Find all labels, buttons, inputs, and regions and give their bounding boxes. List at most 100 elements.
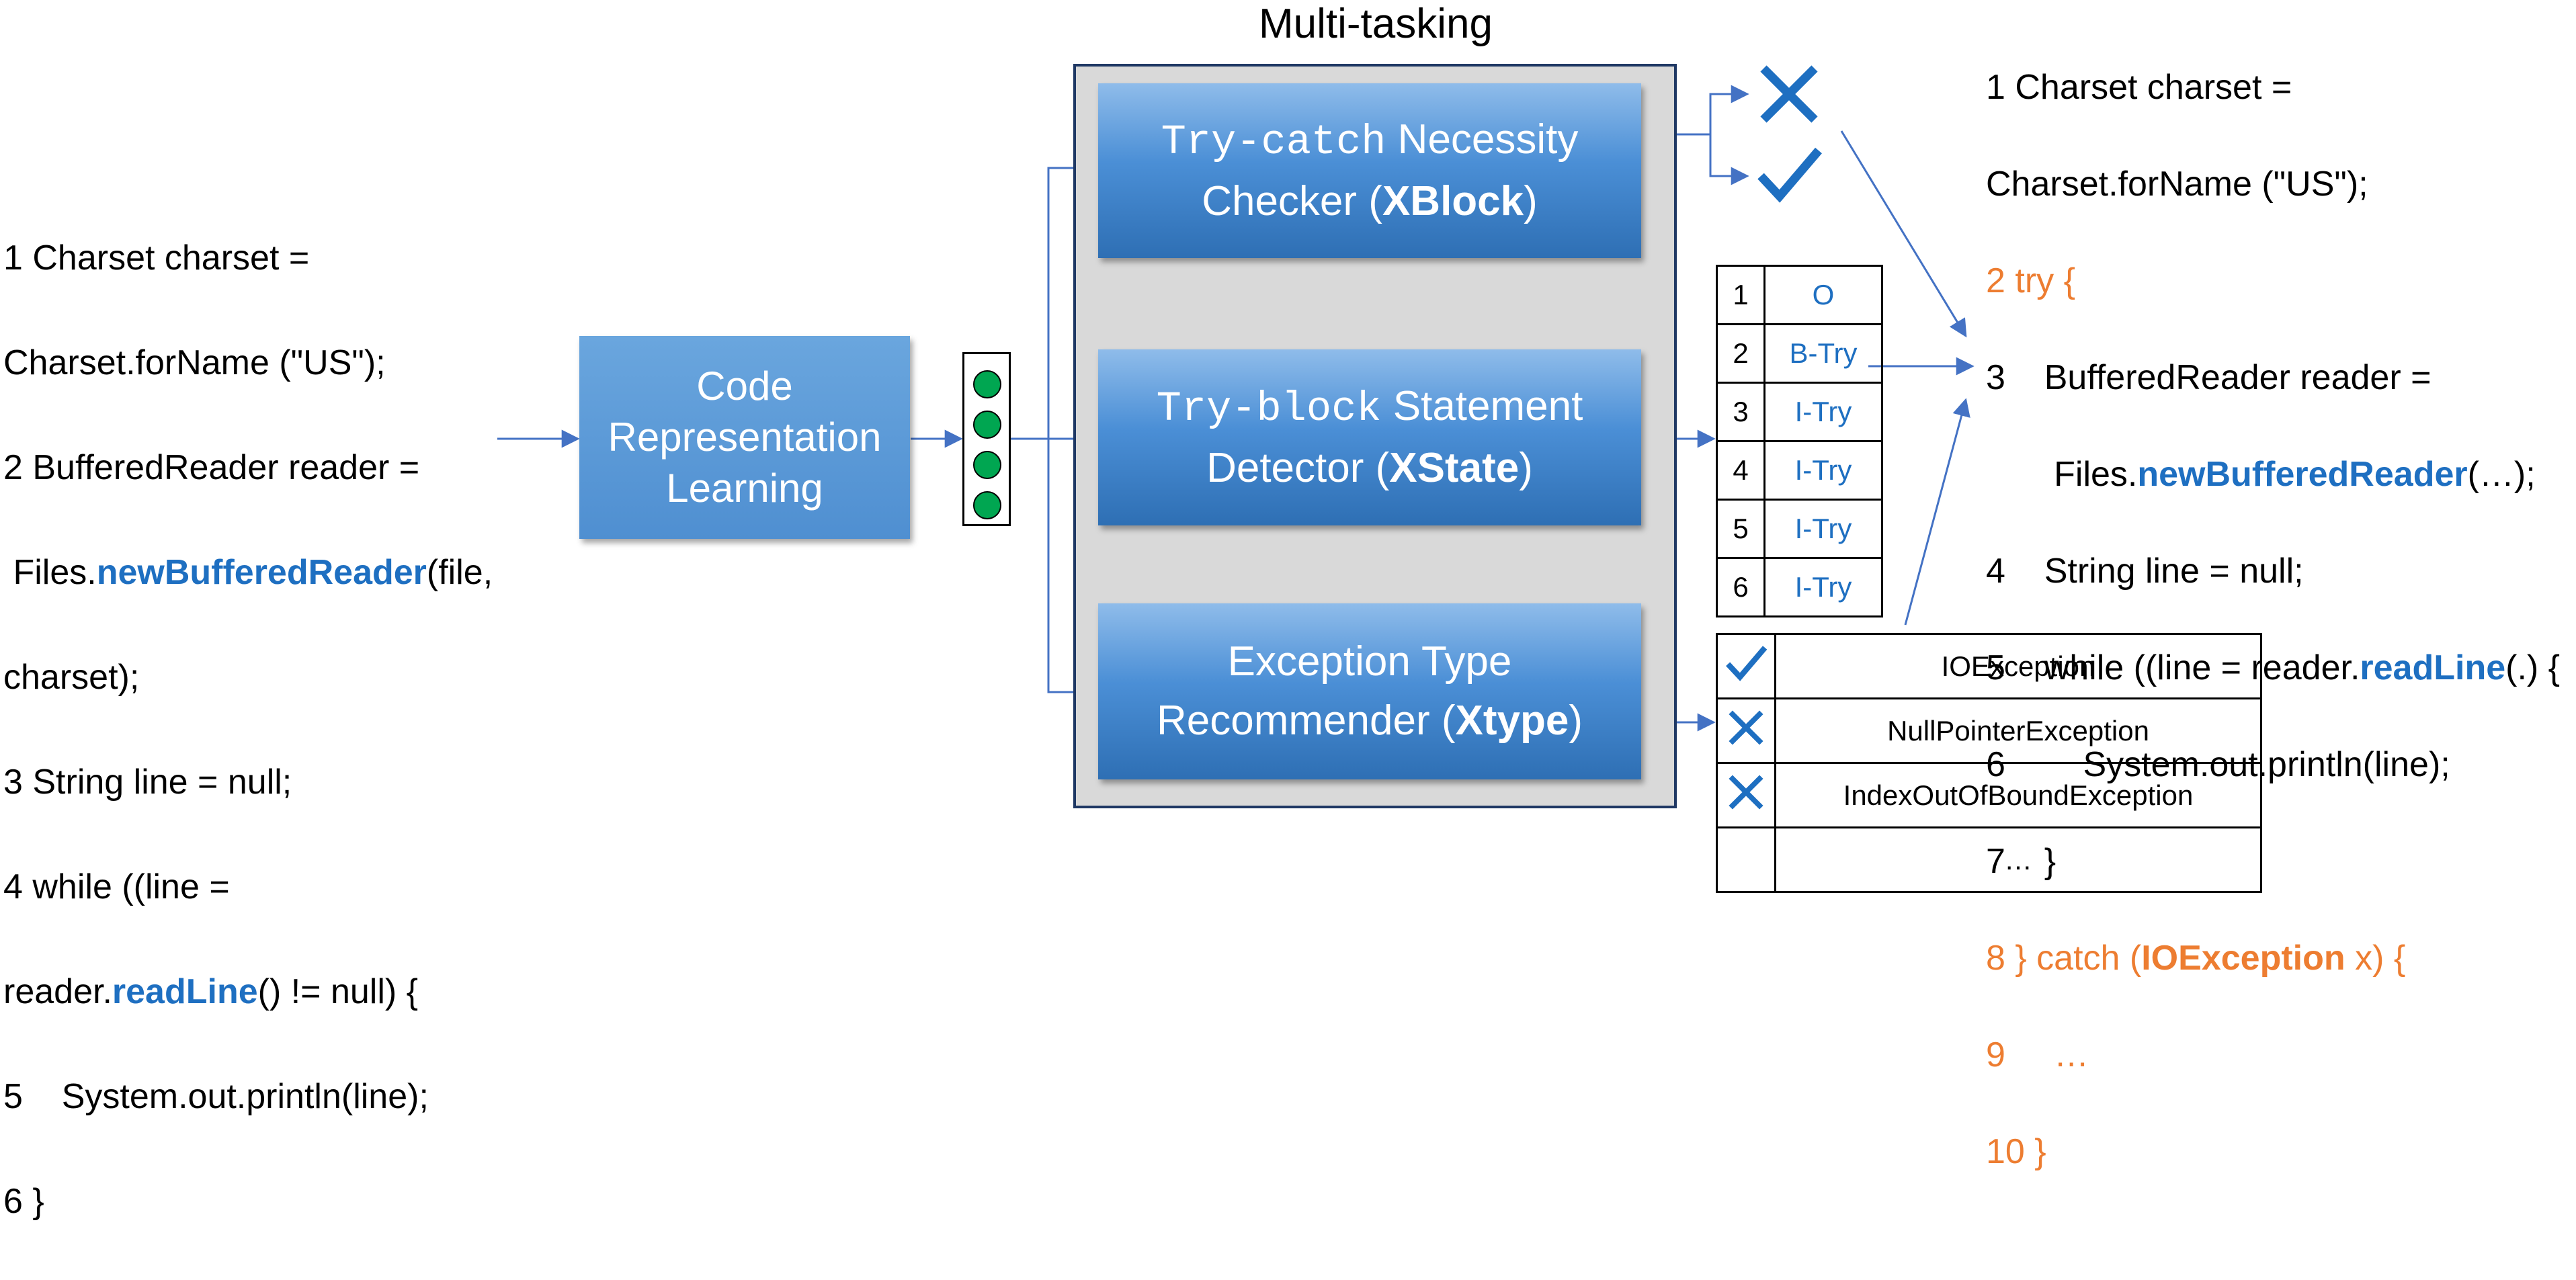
statement-number: 5 xyxy=(1716,499,1765,559)
xstate-box: Try-block Statement Detector (XState) xyxy=(1098,349,1641,525)
code-text: 8 } catch ( xyxy=(1986,939,2142,978)
multi-tasking-title: Multi-tasking xyxy=(1259,1,1493,47)
statement-number: 3 xyxy=(1716,382,1765,442)
cross-icon xyxy=(1716,697,1776,764)
box-label-bold: Xtype xyxy=(1455,697,1569,744)
output-code-line: 7 } xyxy=(1986,842,2056,881)
box-label: Code xyxy=(696,364,793,409)
box-label: Learning xyxy=(666,466,823,511)
output-code-line: 1 Charset charset = xyxy=(1986,68,2292,107)
statement-label: I-Try xyxy=(1763,499,1883,559)
box-label: Checker (XBlock) xyxy=(1202,172,1538,231)
input-code-line: 6 } xyxy=(3,1182,44,1221)
statement-number: 1 xyxy=(1716,265,1765,325)
statement-number: 4 xyxy=(1716,440,1765,501)
statement-number: 2 xyxy=(1716,323,1765,384)
box-label-text: Recommender ( xyxy=(1157,697,1456,744)
box-label-bold: XState xyxy=(1389,445,1520,491)
output-code-line: 9 … xyxy=(1986,1035,2089,1074)
embedding-vector xyxy=(962,352,1011,526)
input-code-line: 2 BufferedReader reader = xyxy=(3,448,420,487)
box-label-text: ) xyxy=(1524,178,1538,224)
box-label-text: Detector ( xyxy=(1206,445,1390,491)
code-text: 5 while ((line = reader. xyxy=(1986,648,2360,687)
xtype-box: Exception Type Recommender (Xtype) xyxy=(1098,603,1641,779)
check-icon xyxy=(1757,147,1822,203)
box-label-text: Necessity xyxy=(1386,116,1579,163)
output-code-line: 6 System.out.println(line); xyxy=(1986,745,2450,784)
code-keyword: readLine xyxy=(2360,648,2506,687)
check-icon xyxy=(1716,633,1776,699)
output-code-line: 5 while ((line = reader.readLine(.) { xyxy=(1986,644,2560,692)
code-keyword: newBufferedReader xyxy=(96,553,427,592)
box-label-mono: Try-block xyxy=(1156,385,1382,433)
box-label-text: Statement xyxy=(1381,383,1583,429)
statement-number: 6 xyxy=(1716,557,1765,617)
code-text: (…); xyxy=(2467,455,2536,494)
input-code-line: reader.readLine() != null) { xyxy=(3,966,493,1018)
statement-label: O xyxy=(1763,265,1883,325)
statement-label: I-Try xyxy=(1763,440,1883,501)
input-code-line: 5 System.out.println(line); xyxy=(3,1077,429,1116)
code-text: x) { xyxy=(2345,939,2406,978)
vector-dot xyxy=(973,370,1001,398)
box-label-text: Checker ( xyxy=(1202,178,1382,224)
box-label: Try-catch Necessity xyxy=(1161,110,1579,172)
code-text: () != null) { xyxy=(257,972,419,1011)
exception-name: NullPointerException xyxy=(1774,697,2262,764)
box-label: Representation xyxy=(608,415,882,460)
box-label: Recommender (Xtype) xyxy=(1157,691,1583,751)
statement-label: I-Try xyxy=(1763,382,1883,442)
code-text: reader. xyxy=(3,972,112,1011)
exception-name: IOException xyxy=(1774,633,2262,699)
cross-icon xyxy=(1716,762,1776,828)
input-code-line: Files.newBufferedReader(file, xyxy=(3,546,493,599)
output-code-line: 3 BufferedReader reader = xyxy=(1986,358,2432,397)
code-keyword: readLine xyxy=(112,972,258,1011)
code-text: Files. xyxy=(3,553,97,592)
code-representation-learning-box: Code Representation Learning xyxy=(579,336,910,539)
box-label-text: ) xyxy=(1569,697,1583,744)
input-code: 1 Charset charset = Charset.forName ("US… xyxy=(3,179,493,1280)
exception-row: NullPointerException xyxy=(1716,697,2262,764)
box-label: Detector (XState) xyxy=(1206,439,1533,498)
code-text: Files. xyxy=(1986,455,2138,494)
output-code-line: Charset.forName ("US"); xyxy=(1986,165,2368,204)
exception-row: IOException xyxy=(1716,633,2262,699)
code-keyword: IOException xyxy=(2141,939,2345,978)
code-text: (.) { xyxy=(2505,648,2561,687)
output-code-line: 10 } xyxy=(1986,1132,2046,1171)
output-code-line: 4 String line = null; xyxy=(1986,552,2304,591)
output-code-line: Files.newBufferedReader(…); xyxy=(1986,450,2560,499)
vector-dot xyxy=(973,451,1001,479)
input-code-line: 3 String line = null; xyxy=(3,763,292,802)
statement-label: I-Try xyxy=(1763,557,1883,617)
output-code-line: 2 try { xyxy=(1986,261,2075,300)
vector-dot xyxy=(973,491,1001,519)
box-label: Exception Type xyxy=(1227,638,1512,685)
vector-dot xyxy=(973,411,1001,439)
cross-icon xyxy=(1760,65,1818,123)
exception-row: IndexOutOfBoundException xyxy=(1716,762,2262,828)
empty-icon-cell xyxy=(1716,826,1776,893)
code-keyword: newBufferedReader xyxy=(2137,455,2468,494)
input-code-line: charset); xyxy=(3,658,140,697)
input-code-line: 1 Charset charset = xyxy=(3,239,310,278)
exception-row: … xyxy=(1716,826,2262,893)
input-code-line: 4 while ((line = xyxy=(3,867,230,906)
output-code-line: 8 } catch (IOException x) { xyxy=(1986,934,2560,982)
input-code-line: Charset.forName ("US"); xyxy=(3,343,386,382)
statement-label: B-Try xyxy=(1763,323,1883,384)
code-text: (file, xyxy=(426,553,493,592)
exception-name: IndexOutOfBoundException xyxy=(1774,762,2262,828)
output-code: 1 Charset charset = Charset.forName ("US… xyxy=(1986,15,2560,1224)
xblock-box: Try-catch Necessity Checker (XBlock) xyxy=(1098,83,1641,258)
box-label-bold: XBlock xyxy=(1382,178,1524,224)
box-label-mono: Try-catch xyxy=(1161,118,1386,166)
